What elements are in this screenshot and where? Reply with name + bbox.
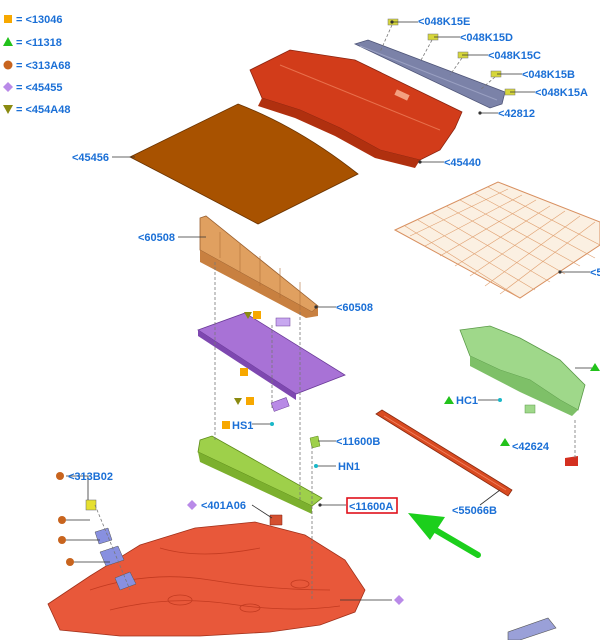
side-trim-panel — [459, 325, 586, 416]
parcel-shelf — [249, 49, 463, 168]
label-048K15B[interactable]: <048K15B — [522, 69, 575, 81]
label-401A06[interactable]: <401A06 — [201, 500, 246, 512]
corner-part-fragment — [507, 617, 557, 640]
legend-item-454A48: = <454A48 — [16, 104, 70, 116]
label-HC1[interactable]: HC1 — [456, 395, 478, 407]
label-313B02[interactable]: <313B02 — [68, 471, 113, 483]
label-HN1[interactable]: HN1 — [338, 461, 360, 473]
legend-triangle-down-icon — [3, 105, 13, 114]
legend-triangle-up-icon — [3, 37, 13, 46]
label-60508-bottom[interactable]: <60508 — [336, 302, 373, 314]
legend-diamond-icon — [3, 82, 13, 92]
label-048K15C[interactable]: <048K15C — [488, 50, 541, 62]
legend-item-313A68: = <313A68 — [16, 60, 70, 72]
label-048K15A[interactable]: <048K15A — [535, 87, 588, 99]
highlight-box — [346, 497, 398, 514]
label-42624[interactable]: <42624 — [512, 441, 550, 453]
legend-square-icon — [4, 15, 12, 23]
callout-markers — [56, 20, 600, 605]
leader-lines — [66, 21, 592, 601]
label-55066B[interactable]: <55066B — [452, 505, 497, 517]
callout-labels: <048K15E <048K15D <048K15C <048K15B <048… — [68, 16, 600, 517]
cargo-net — [393, 181, 600, 299]
legend-item-11318: = <11318 — [16, 37, 62, 49]
seatback-panel — [199, 215, 319, 318]
legend-item-45455: = <45455 — [16, 82, 63, 94]
floor-bracket — [197, 435, 323, 514]
highlighted-callout: <11600A — [346, 497, 398, 514]
floor-rail — [375, 409, 513, 497]
label-048K15E[interactable]: <048K15E — [418, 16, 470, 28]
label-42812[interactable]: <42812 — [498, 108, 535, 120]
label-048K15D[interactable]: <048K15D — [460, 32, 513, 44]
legend: = <13046 = <11318 = <313A68 = <45455 = <… — [3, 14, 70, 116]
floor-components — [85, 456, 578, 591]
rear-floor-pan — [47, 521, 366, 637]
legend-circle-icon — [3, 60, 13, 70]
label-HS1[interactable]: HS1 — [232, 420, 253, 432]
label-11600A[interactable]: <11600A — [349, 501, 393, 513]
luggage-cover — [353, 39, 506, 109]
label-5[interactable]: <5 — [590, 267, 600, 279]
alignment-lines — [94, 262, 576, 600]
load-floor — [129, 103, 359, 225]
legend-item-13046: = <13046 — [16, 14, 63, 26]
label-45456[interactable]: <45456 — [72, 152, 109, 164]
green-arrow-icon — [408, 513, 481, 558]
label-45440[interactable]: <45440 — [444, 157, 481, 169]
label-60508-top[interactable]: <60508 — [138, 232, 175, 244]
label-11600B[interactable]: <11600B — [336, 436, 380, 448]
storage-tray — [197, 312, 346, 412]
